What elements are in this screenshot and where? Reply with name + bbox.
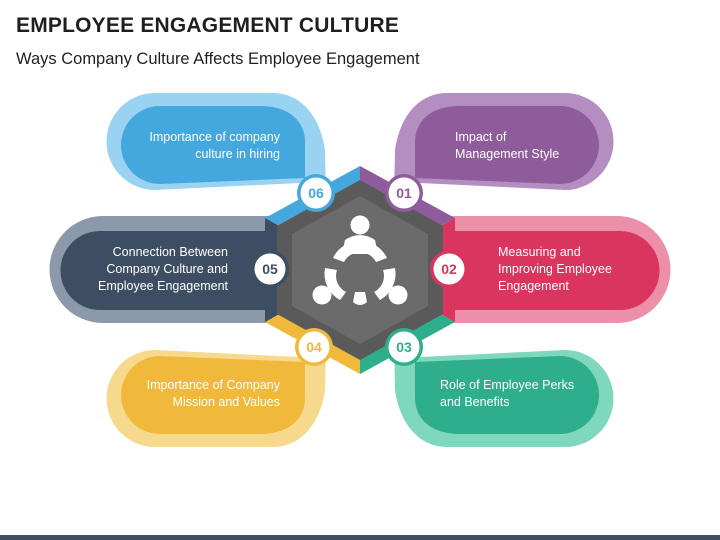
item-04-line-2: Mission and Values [172,395,280,409]
pill-01 [394,93,614,196]
pill-03-inner [415,356,599,434]
number-badge-label-06: 06 [308,185,324,201]
number-badge-label-05: 05 [262,261,278,277]
page-title: EMPLOYEE ENGAGEMENT CULTURE [16,14,400,37]
pill-text-06: Importance of company culture in hiring [120,129,280,163]
number-badge-label-01: 01 [396,185,412,201]
item-03-line-1: Role of Employee Perks [440,378,575,392]
item-06-line-2: culture in hiring [195,147,280,161]
pill-01-inner [415,106,599,184]
pill-03 [394,344,614,447]
pill-text-05: Connection Between Company Culture and E… [70,244,228,295]
pill-06-inner [121,106,305,184]
pill-05 [49,216,272,323]
footer-bar [0,535,720,540]
number-badge-06: 06 [297,174,335,212]
number-badge-label-04: 04 [306,339,322,355]
pill-02-inner [454,231,660,310]
number-badge-02: 02 [430,250,468,288]
number-badge-05: 05 [251,250,289,288]
item-02-line-3: Engagement [498,279,569,293]
number-badge-01: 01 [385,174,423,212]
number-badge-label-02: 02 [441,261,457,277]
pill-text-02: Measuring and Improving Employee Engagem… [498,244,658,295]
item-05-line-3: Employee Engagement [98,279,228,293]
item-05-line-2: Company Culture and [106,262,228,276]
item-05-line-1: Connection Between [112,245,228,259]
pill-text-04: Importance of Company Mission and Values [120,377,280,411]
number-badge-04: 04 [295,328,333,366]
pill-04-inner [121,356,305,434]
item-04-line-1: Importance of Company [146,378,280,392]
team-circle-icon [312,215,408,305]
number-badge-03: 03 [385,328,423,366]
item-02-line-2: Improving Employee [498,262,612,276]
hexagon-inner [292,196,428,344]
item-02-line-1: Measuring and [498,245,581,259]
pill-02 [448,216,671,323]
number-badge-label-03: 03 [396,339,412,355]
item-01-line-2: Management Style [455,147,560,161]
pill-text-03: Role of Employee Perks and Benefits [440,377,600,411]
item-03-line-2: and Benefits [440,395,510,409]
item-06-line-1: Importance of company [149,130,280,144]
pill-06 [106,93,326,196]
pill-05-inner [60,231,266,310]
pill-04 [106,344,326,447]
pill-text-01: Impact of Management Style [455,129,605,163]
item-01-line-1: Impact of [455,130,507,144]
page-subtitle: Ways Company Culture Affects Employee En… [16,50,420,68]
